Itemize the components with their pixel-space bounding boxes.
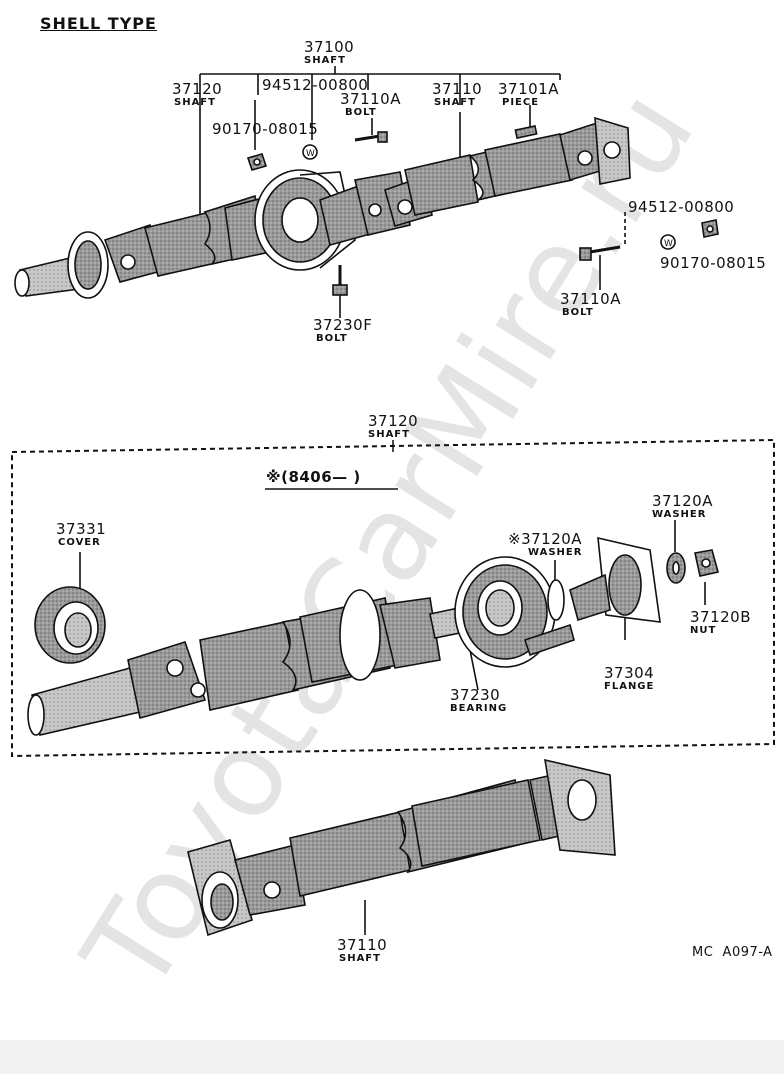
- part-37230F-name: BOLT: [316, 333, 348, 344]
- date-note: ※(8406— ): [266, 468, 361, 486]
- part-37120A-number: 37120A: [652, 492, 713, 510]
- part-37110-top-number: 37110: [432, 80, 483, 98]
- part-37120A-star-name: WASHER: [528, 547, 583, 558]
- part-37120B-name: NUT: [690, 625, 717, 636]
- part-37110-top-name: SHAFT: [434, 97, 476, 108]
- part-37304-number: 37304: [604, 664, 655, 682]
- part-37101A-name: PIECE: [502, 97, 540, 108]
- assembly-37100-number: 37100: [304, 38, 355, 56]
- part-94512-left-number: 94512-00800: [262, 76, 369, 94]
- part-94512-right-number: 94512-00800: [628, 198, 735, 216]
- diagram-reference-code: MC A097-A: [692, 945, 773, 960]
- part-37230-number: 37230: [450, 686, 501, 704]
- part-90170-right-number: 90170-08015: [660, 254, 767, 272]
- part-37110A-right-number: 37110A: [560, 290, 621, 308]
- top-shaft-assembly: W W: [14, 66, 719, 318]
- part-37331-number: 37331: [56, 520, 107, 538]
- part-37120B-number: 37120B: [690, 608, 752, 626]
- part-37120A-star-number: ※37120A: [508, 530, 583, 548]
- part-37110A-right-name: BOLT: [562, 307, 594, 318]
- part-37110-bottom-number: 37110: [337, 936, 388, 954]
- assembly-37120-name: SHAFT: [368, 429, 410, 440]
- part-37230-name: BEARING: [450, 703, 508, 714]
- part-37120A-name: WASHER: [652, 509, 707, 520]
- diagram-title: SHELL TYPE: [40, 14, 157, 33]
- part-37230F-number: 37230F: [313, 316, 373, 334]
- assembly-37100-name: SHAFT: [304, 55, 346, 66]
- part-37120-top-number: 37120: [172, 80, 223, 98]
- bottom-shaft-assembly: [187, 758, 616, 937]
- svg-text:W: W: [306, 149, 315, 159]
- part-37304-name: FLANGE: [604, 681, 655, 692]
- part-37331-name: COVER: [58, 537, 101, 548]
- detail-shaft-assembly: [27, 520, 719, 736]
- detail-box: [11, 438, 775, 758]
- part-90170-left-number: 90170-08015: [212, 120, 319, 138]
- part-37101A-number: 37101A: [498, 80, 559, 98]
- part-37110-bottom-name: SHAFT: [339, 953, 381, 964]
- assembly-37120-number: 37120: [368, 412, 419, 430]
- svg-text:W: W: [664, 239, 673, 249]
- footer-strip: [0, 1040, 784, 1074]
- part-37110A-top-number: 37110A: [340, 90, 401, 108]
- part-37110A-top-name: BOLT: [345, 107, 377, 118]
- part-37120-top-name: SHAFT: [174, 97, 216, 108]
